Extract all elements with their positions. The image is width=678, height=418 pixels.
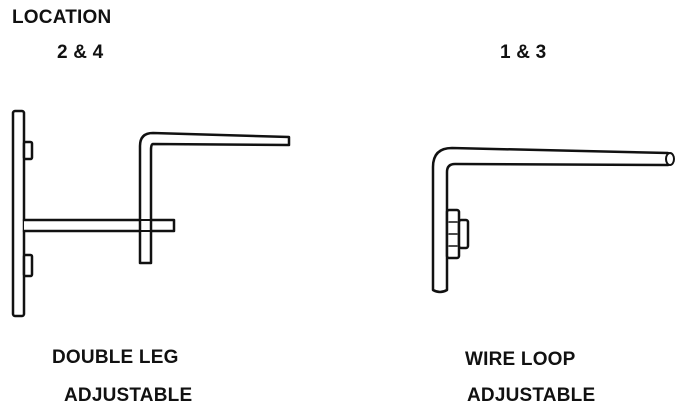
wire-loop-bracket-drawing [431, 146, 675, 294]
double-leg-arm-overlap [139, 219, 152, 232]
double-leg-caption-line2: ADJUSTABLE [64, 385, 193, 406]
wire-loop-bolt-threads [448, 221, 458, 247]
location-heading: LOCATION [12, 7, 112, 28]
double-leg-caption-line1: DOUBLE LEG [52, 347, 179, 368]
double-leg-lower-bolt [22, 253, 34, 278]
double-leg-upper-bolt [22, 140, 34, 161]
location-1-3-label: 1 & 3 [500, 42, 547, 63]
location-2-4-label: 2 & 4 [57, 42, 104, 63]
double-leg-bracket-drawing [11, 109, 291, 318]
wire-loop-caption-line1: WIRE LOOP [465, 349, 576, 370]
wire-loop-l-shape [431, 146, 670, 294]
wire-loop-rod-end [665, 152, 675, 166]
wire-loop-bolt-head [457, 218, 470, 250]
double-leg-hook [138, 131, 291, 265]
double-leg-horizontal-arm [22, 218, 176, 233]
wire-loop-caption-line2: ADJUSTABLE [467, 385, 596, 406]
double-leg-base-plate [11, 109, 26, 318]
